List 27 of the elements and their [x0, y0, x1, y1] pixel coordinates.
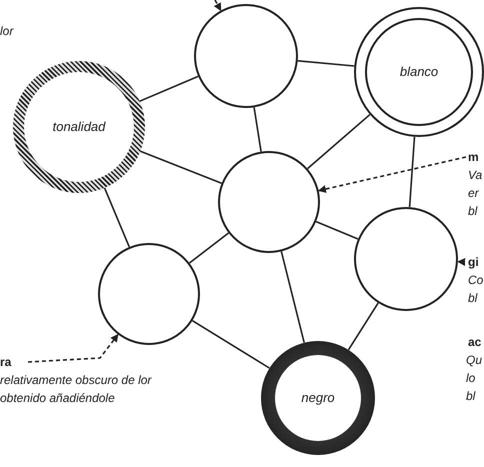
- connector-line: [298, 60, 354, 67]
- term-heading: m: [468, 149, 480, 166]
- connector-line: [104, 188, 130, 248]
- term-heading: gi: [468, 254, 480, 271]
- term-heading: ra: [0, 354, 12, 371]
- circle-label: tonalidad: [52, 118, 106, 136]
- leader-line: [457, 258, 466, 266]
- definition-text: relativamente obscuro de lor obtenido añadiéndole: [0, 372, 153, 407]
- connector-line: [139, 76, 198, 102]
- connector-line: [307, 114, 370, 170]
- circle-label: blanco: [400, 63, 438, 82]
- leader-line: [28, 334, 119, 363]
- term-heading: ac: [468, 334, 482, 351]
- leader-line: [214, 0, 222, 12]
- connector-line: [280, 251, 305, 343]
- text-fragment: lor: [0, 23, 15, 40]
- connector-line: [408, 136, 416, 208]
- circle-label: negro: [301, 389, 335, 408]
- connector-line: [253, 107, 262, 152]
- definition-text: Va er bl: [468, 167, 484, 220]
- text-fragment: Qu lo bl: [466, 352, 484, 405]
- connector-line: [348, 302, 379, 350]
- connector-line: [316, 220, 358, 240]
- connector-line: [192, 320, 270, 369]
- connector-line: [140, 150, 222, 184]
- definition-text: Co bl: [468, 272, 484, 307]
- connector-line: [188, 232, 230, 264]
